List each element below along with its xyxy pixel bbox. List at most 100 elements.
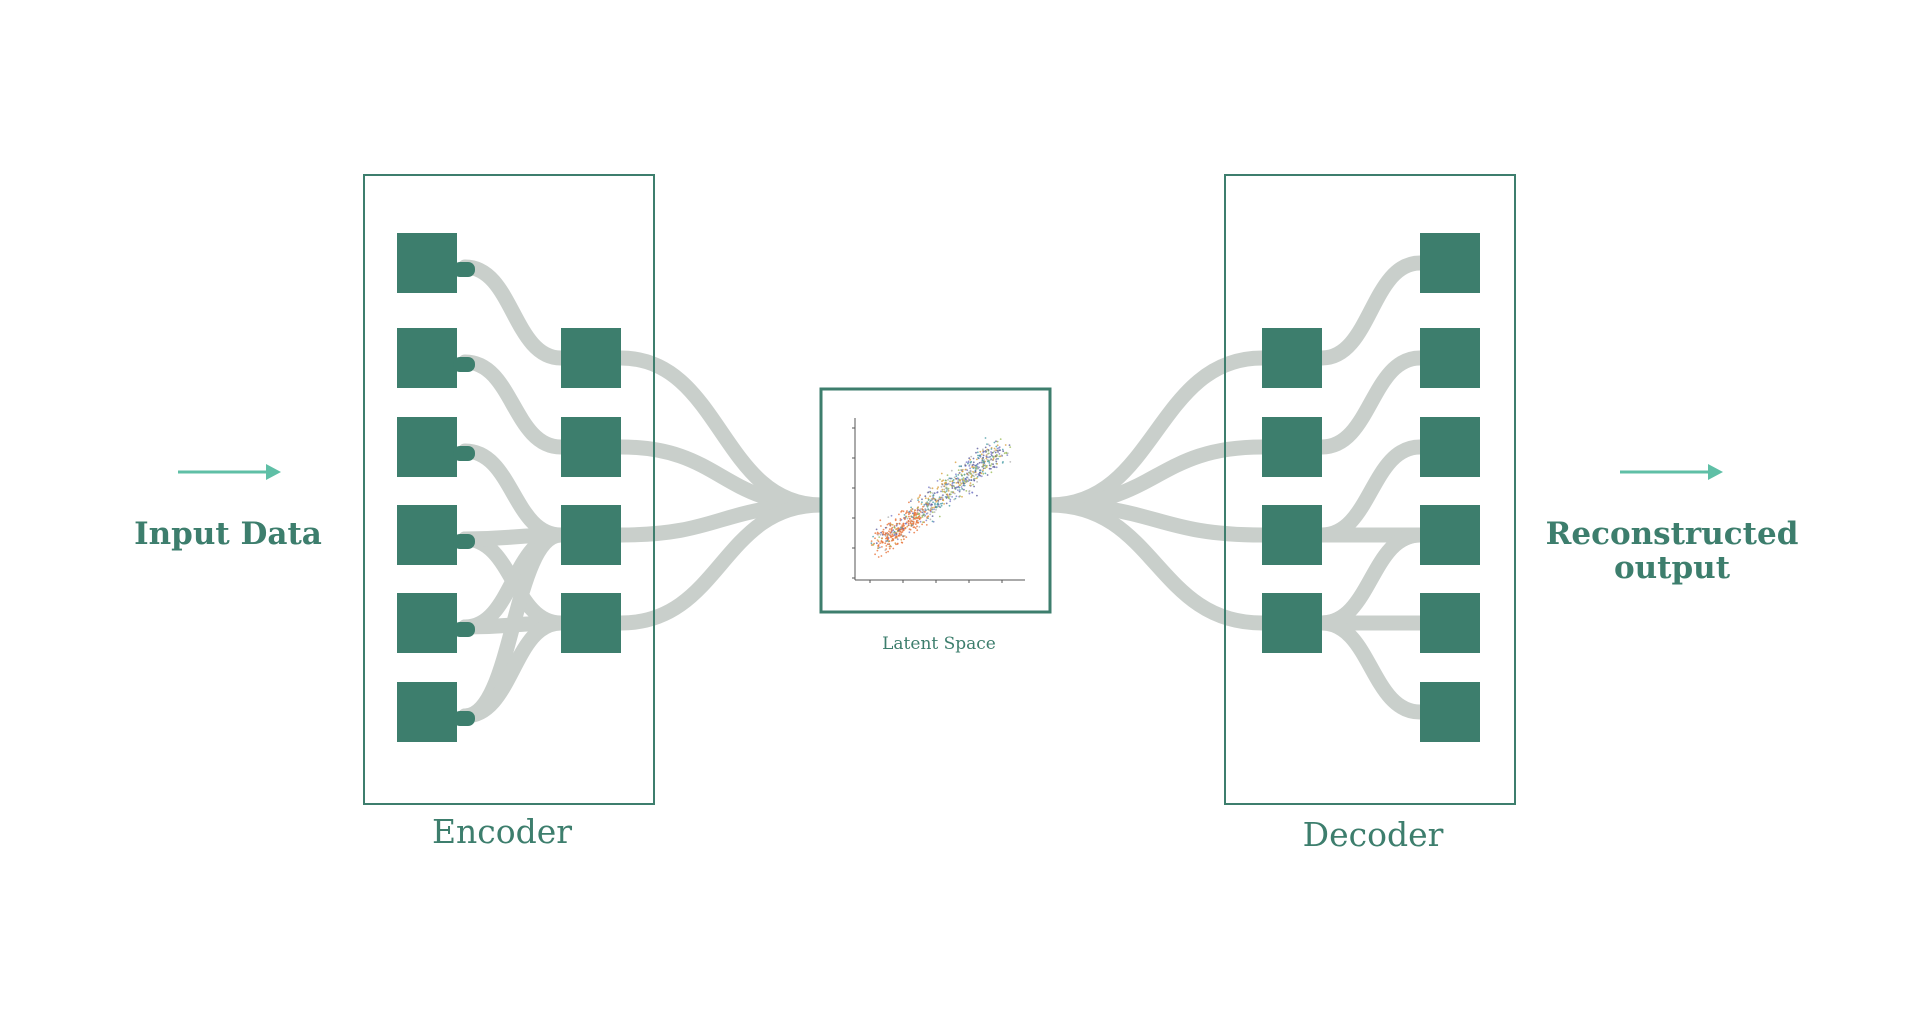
- latent-point: [874, 537, 876, 540]
- latent-point: [952, 484, 954, 487]
- latent-point: [909, 510, 911, 513]
- latent-point: [946, 483, 949, 486]
- latent-point: [902, 529, 904, 532]
- latent-point: [961, 495, 963, 498]
- latent-point: [911, 524, 914, 526]
- latent-point: [979, 471, 981, 474]
- latent-point: [990, 451, 992, 453]
- latent-point: [968, 490, 970, 493]
- latent-point: [880, 525, 882, 527]
- latent-point: [995, 466, 998, 469]
- latent-point: [884, 535, 887, 537]
- latent-point: [891, 539, 893, 542]
- latent-point: [931, 506, 934, 509]
- latent-point: [992, 466, 994, 468]
- latent-point: [957, 479, 959, 481]
- latent-point: [930, 498, 933, 501]
- latent-point: [936, 504, 939, 506]
- latent-point: [884, 526, 887, 529]
- latent-point: [949, 480, 951, 483]
- latent-point: [923, 515, 926, 518]
- latent-point: [957, 469, 960, 471]
- latent-point: [951, 496, 953, 498]
- latent-point: [885, 540, 888, 542]
- latent-point: [969, 458, 972, 461]
- latent-point: [881, 537, 883, 539]
- latent-point: [955, 475, 958, 478]
- latent-point: [946, 496, 948, 498]
- latent-point: [930, 510, 932, 513]
- latent-point: [914, 527, 917, 529]
- latent-point: [927, 508, 929, 511]
- latent-point: [1008, 444, 1011, 446]
- latent-point: [977, 456, 979, 459]
- latent-point: [937, 486, 939, 489]
- latent-point: [933, 492, 936, 495]
- latent-point: [876, 539, 879, 541]
- latent-point: [872, 543, 875, 546]
- latent-point: [900, 538, 903, 541]
- latent-point: [972, 467, 975, 470]
- latent-point: [945, 483, 947, 486]
- latent-point: [910, 510, 913, 513]
- latent-point: [980, 472, 983, 475]
- latent-point: [888, 547, 891, 550]
- latent-point: [917, 499, 919, 501]
- latent-point: [922, 510, 925, 513]
- latent-point: [914, 518, 917, 520]
- latent-point: [927, 497, 930, 500]
- latent-point: [960, 486, 963, 488]
- latent-point: [988, 462, 991, 464]
- latent-point: [971, 491, 973, 494]
- latent-point: [870, 540, 873, 542]
- latent-point: [986, 460, 989, 463]
- latent-point: [984, 460, 986, 463]
- latent-point: [908, 520, 910, 522]
- latent-point: [937, 501, 940, 503]
- latent-point: [906, 517, 909, 520]
- latent-point: [947, 478, 949, 481]
- latent-point: [888, 528, 891, 530]
- latent-point: [889, 531, 892, 534]
- latent-point: [939, 478, 941, 481]
- latent-point: [875, 528, 878, 531]
- latent-point: [875, 542, 878, 545]
- latent-point: [982, 467, 985, 470]
- latent-point: [870, 542, 873, 545]
- decoder-connection: [1314, 527, 1428, 631]
- latent-point: [893, 531, 895, 534]
- latent-point: [924, 511, 927, 513]
- latent-point: [990, 463, 993, 465]
- latent-point: [908, 515, 910, 518]
- latent-point: [979, 455, 982, 458]
- latent-point: [970, 455, 973, 458]
- latent-point: [878, 536, 881, 538]
- latent-point: [1004, 444, 1007, 446]
- latent-point: [1009, 461, 1012, 463]
- decoder-frame: [1224, 174, 1516, 805]
- decoder-output-node: [1420, 328, 1480, 388]
- latent-point: [970, 479, 973, 481]
- latent-point: [1005, 451, 1008, 454]
- latent-point: [941, 502, 944, 505]
- latent-point: [981, 470, 984, 473]
- latent-point: [969, 470, 972, 473]
- latent-point: [926, 505, 929, 507]
- latent-point: [998, 455, 1001, 458]
- latent-point: [992, 458, 994, 461]
- latent-point: [950, 491, 953, 493]
- latent-point: [976, 475, 979, 478]
- latent-point: [955, 482, 958, 484]
- latent-point: [920, 503, 923, 505]
- latent-point: [876, 549, 879, 552]
- latent-point: [898, 532, 901, 535]
- latent-point: [987, 443, 990, 446]
- latent-point: [891, 526, 894, 529]
- latent-point: [993, 441, 996, 444]
- latent-point: [916, 525, 918, 528]
- latent-point: [948, 497, 950, 500]
- latent-point: [957, 489, 959, 491]
- latent-point: [908, 518, 911, 520]
- latent-point: [941, 490, 944, 493]
- latent-point: [940, 485, 943, 488]
